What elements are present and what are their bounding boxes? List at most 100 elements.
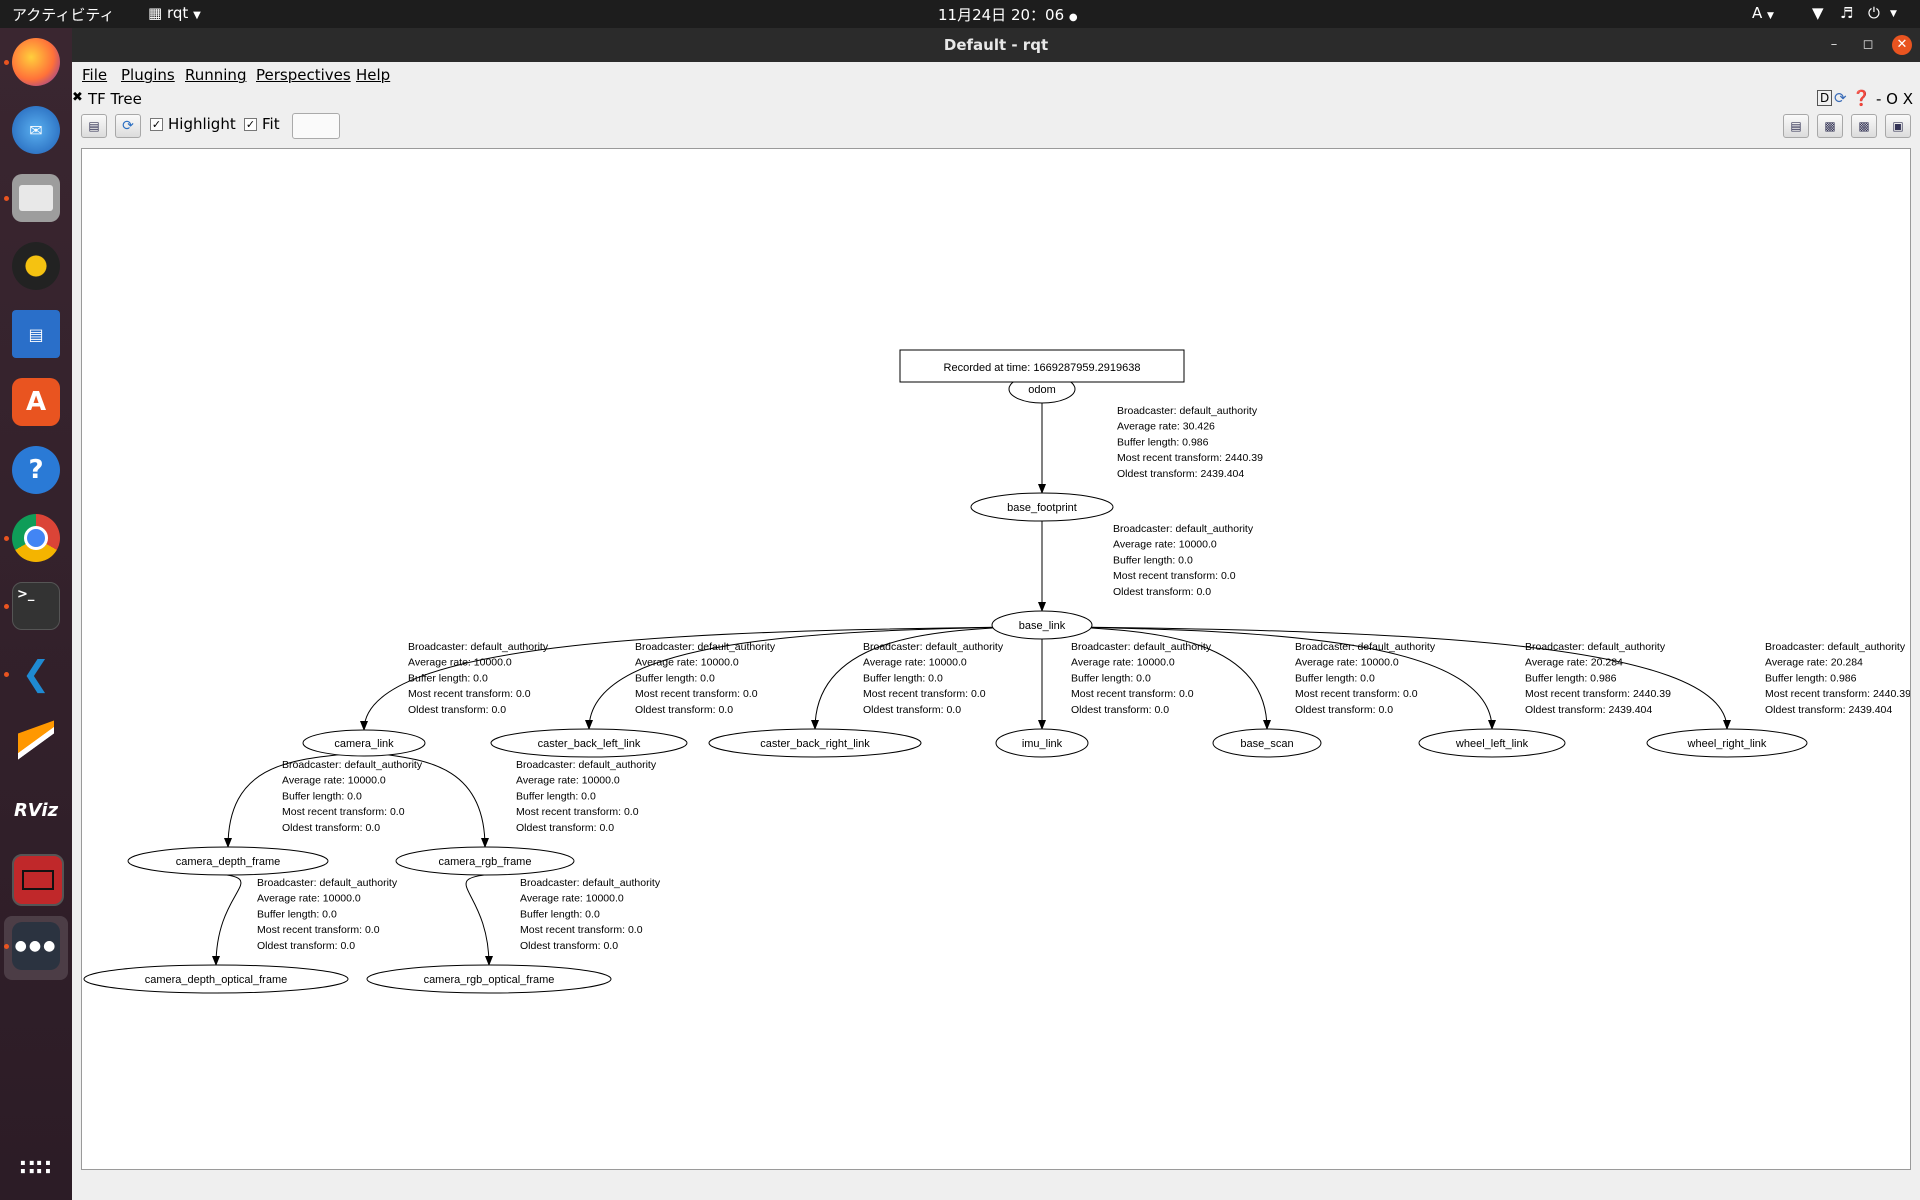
notification-dot-icon: ●	[1068, 12, 1078, 23]
tf-node-label: camera_depth_frame	[176, 856, 281, 868]
top-bar: アクティビティ ▦ rqt ▼ 11月24日 20：06 ● A ▼ ▼ ♬ ⏻…	[0, 0, 1920, 28]
save-svg-button[interactable]: ▩	[1851, 114, 1877, 138]
rqt-graph-icon[interactable]: ●●●	[12, 922, 60, 970]
menu-running[interactable]: Running	[185, 66, 247, 84]
tf-node-camera-rgb-optical-frame[interactable]: camera_rgb_optical_frame	[366, 964, 612, 994]
chrome-icon[interactable]	[12, 514, 60, 562]
plugin-reload-icon[interactable]: ⟳	[1834, 89, 1847, 107]
rviz-icon[interactable]: RViz	[13, 799, 59, 821]
plugin-drag-icon[interactable]: ✖	[72, 90, 83, 105]
dock: ✉ ▤ A ? >_ ❮ RViz ●●● ∷∷	[0, 28, 72, 1200]
fit-checkbox[interactable]: ✓	[244, 118, 257, 131]
tf-edge	[1071, 626, 1496, 730]
zoom-field[interactable]	[292, 113, 340, 139]
tf-node-label: imu_link	[1022, 738, 1063, 750]
tf-node-label: wheel_right_link	[1687, 738, 1767, 750]
files-icon[interactable]	[12, 174, 60, 222]
rqt-icon[interactable]	[12, 854, 64, 906]
terminal-icon[interactable]: >_	[12, 582, 60, 630]
software-icon[interactable]: A	[12, 378, 60, 426]
plugin-d-button[interactable]: D	[1817, 90, 1833, 106]
input-method-indicator[interactable]: A ▼	[1752, 4, 1774, 22]
minimize-button[interactable]: –	[1830, 37, 1838, 52]
menu-plugins[interactable]: Plugins	[121, 66, 175, 84]
save-dot-button[interactable]: ▩	[1817, 114, 1843, 138]
tf-edge	[811, 626, 1013, 730]
maximize-button[interactable]: ◻	[1862, 37, 1874, 52]
tf-node-camera-depth-optical-frame[interactable]: camera_depth_optical_frame	[83, 964, 349, 994]
firefox-icon[interactable]	[12, 38, 60, 86]
wifi-icon[interactable]: ▼	[1812, 4, 1824, 22]
tf-edge	[585, 626, 1013, 730]
save-icon: ▩	[1824, 119, 1836, 133]
tf-node-wheel-left-link[interactable]: wheel_left_link	[1418, 728, 1566, 758]
folder-icon: ▤	[1790, 119, 1802, 133]
image-icon: ▣	[1892, 119, 1904, 133]
highlight-label: Highlight	[168, 115, 236, 133]
vscode-icon[interactable]: ❮	[21, 654, 51, 694]
sublime-icon[interactable]	[12, 718, 60, 766]
reload-button[interactable]: ⟳	[115, 114, 141, 138]
close-button[interactable]: ✕	[1892, 35, 1912, 55]
menu-perspectives[interactable]: Perspectives	[256, 66, 351, 84]
menu-file[interactable]: File	[82, 66, 108, 84]
tf-node-label: wheel_left_link	[1455, 738, 1529, 750]
help-icon[interactable]: ?	[12, 446, 60, 494]
clock[interactable]: 11月24日 20：06 ●	[938, 4, 1078, 25]
caret-down-icon: ▼	[193, 10, 201, 21]
menu-help[interactable]: Help	[356, 66, 391, 84]
tf-node-caster-back-right-link[interactable]: caster_back_right_link	[708, 728, 922, 758]
plugin-window-controls[interactable]: - O X	[1876, 90, 1914, 108]
window-titlebar[interactable]: Default - rqt – ◻ ✕	[72, 28, 1920, 62]
recorded-time-label: Recorded at time: 1669287959.2919638	[944, 362, 1141, 374]
writer-icon[interactable]: ▤	[12, 310, 60, 358]
activities-button[interactable]: アクティビティ	[12, 6, 115, 24]
tf-edge	[209, 872, 242, 966]
tf-node-label: odom	[1028, 384, 1056, 396]
grid-icon: ▦	[148, 4, 163, 22]
tf-node-base-scan[interactable]: base_scan	[1212, 728, 1322, 758]
volume-icon[interactable]: ♬	[1840, 4, 1854, 22]
tf-node-base-footprint[interactable]: base_footprint	[970, 492, 1114, 522]
tf-node-caster-back-left-link[interactable]: caster_back_left_link	[490, 728, 688, 758]
tf-edge	[1071, 626, 1731, 730]
tf-node-imu-link[interactable]: imu_link	[995, 728, 1089, 758]
menu-bar: File Plugins Running Perspectives Help	[72, 62, 1920, 88]
system-menu-caret-icon[interactable]: ▼	[1890, 9, 1897, 19]
clock-label: 11月24日 20：06	[938, 6, 1065, 24]
plugin-help-icon[interactable]: ❓	[1852, 89, 1871, 107]
tf-node-label: base_footprint	[1007, 502, 1077, 514]
thunderbird-icon[interactable]: ✉	[12, 106, 60, 154]
highlight-checkbox[interactable]: ✓	[150, 118, 163, 131]
refresh-graph-button[interactable]: ▤	[81, 114, 107, 138]
rhythmbox-icon[interactable]	[12, 242, 60, 290]
app-menu[interactable]: ▦ rqt ▼	[148, 4, 201, 22]
show-apps-icon[interactable]: ∷∷	[19, 1155, 53, 1181]
caret-down-icon: ▼	[1767, 11, 1774, 21]
tf-edge	[360, 626, 1013, 731]
tf-node-label: base_link	[1019, 620, 1066, 632]
tf-node-camera-depth-frame[interactable]: camera_depth_frame	[127, 846, 329, 876]
tf-node-base-link[interactable]: base_link	[991, 610, 1093, 640]
save-as-icon: ▤	[88, 119, 100, 133]
app-menu-label: rqt	[166, 4, 189, 22]
power-icon[interactable]: ⏻	[1868, 4, 1880, 22]
tf-edge	[1071, 626, 1271, 730]
tf-node-wheel-right-link[interactable]: wheel_right_link	[1646, 728, 1808, 758]
tf-edge	[381, 753, 489, 848]
load-dot-button[interactable]: ▤	[1783, 114, 1809, 138]
tf-node-camera-rgb-frame[interactable]: camera_rgb_frame	[395, 846, 575, 876]
tf-node-label: base_scan	[1240, 738, 1293, 750]
tf-node-camera-link[interactable]: camera_link	[302, 729, 426, 757]
save-image-button[interactable]: ▣	[1885, 114, 1911, 138]
tf-node-label: camera_rgb_frame	[439, 856, 532, 868]
